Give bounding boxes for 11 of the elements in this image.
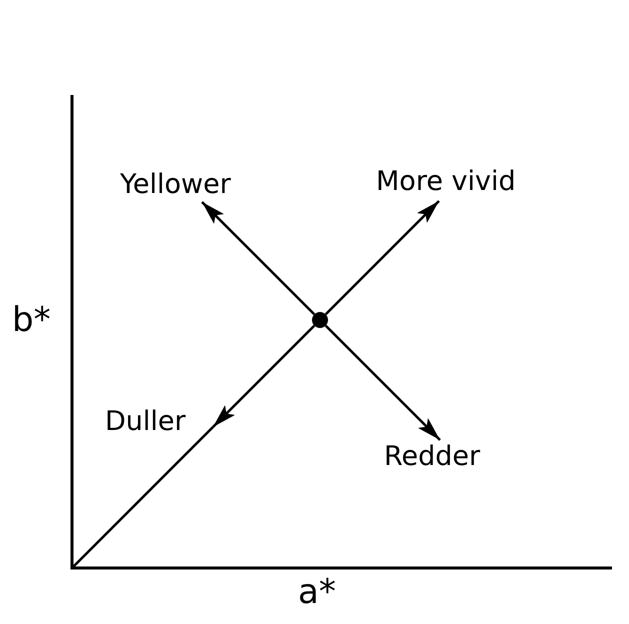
axis-label: b*	[12, 300, 51, 340]
direction-label: Duller	[105, 405, 186, 439]
direction-label: Yellower	[120, 168, 231, 202]
arrow	[324, 324, 441, 441]
direction-label: More vivid	[376, 165, 516, 199]
arrow	[324, 200, 440, 316]
arrow	[212, 324, 316, 428]
axis-label: a*	[298, 572, 336, 612]
direction-label: Redder	[384, 440, 480, 474]
center-dot	[312, 312, 328, 328]
arrow	[201, 201, 316, 316]
